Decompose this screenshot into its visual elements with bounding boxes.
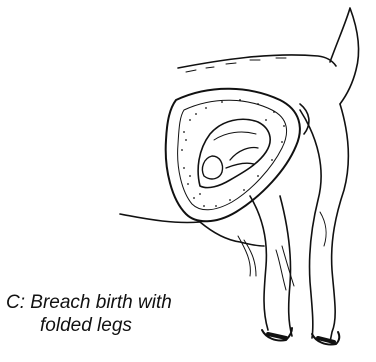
caption-line-2: folded legs xyxy=(6,314,226,337)
leg-outline-2 xyxy=(280,196,292,336)
caption-line-1: C: Breach birth with xyxy=(6,291,226,314)
belly-line xyxy=(200,222,264,246)
kid-spine xyxy=(214,132,256,140)
uterus-inner-wall xyxy=(178,100,287,210)
hind-leg-inner xyxy=(300,110,321,338)
membrane-stipple xyxy=(181,99,285,207)
leg-outline xyxy=(250,196,268,330)
back-hair-lines xyxy=(186,58,286,72)
kid-body-outline xyxy=(198,119,270,187)
tail-outline xyxy=(330,8,358,104)
back-outline xyxy=(178,55,336,68)
kid-head xyxy=(202,156,222,179)
hock-detail xyxy=(320,212,326,246)
hind-leg-outline xyxy=(330,104,348,342)
figure-caption: C: Breach birth with folded legs xyxy=(6,291,226,337)
